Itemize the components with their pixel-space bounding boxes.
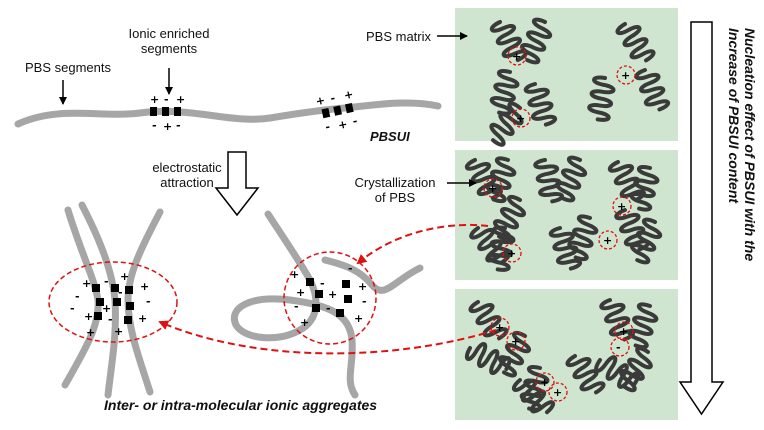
pbsui-label: PBSUI [370, 129, 410, 144]
svg-text:-: - [104, 275, 109, 288]
svg-text:+: + [540, 376, 549, 389]
svg-text:+: + [176, 93, 185, 106]
pbs-segments-label: PBS segments [25, 60, 111, 75]
ionic-enriched-line1: Ionic enriched [128, 26, 210, 41]
svg-text:-: - [348, 262, 353, 275]
svg-text:+: + [84, 310, 93, 323]
ionic-segment-2: + - + - + - [314, 88, 358, 134]
electrostatic-label: electrostatic attraction [142, 160, 232, 190]
svg-text:+: + [120, 270, 129, 283]
hollow-long-down-arrow-icon [678, 21, 725, 416]
svg-text:-: - [108, 313, 113, 326]
ionic-enriched-line2: segments [140, 41, 198, 56]
ionic-segment-1: + - + - + - [150, 93, 185, 133]
nucleation-caption: Nucleation effect of PBSUI with the Incr… [726, 28, 758, 261]
nucleation-line1: Nucleation effect of PBSUI with the [742, 28, 758, 262]
svg-text:+: + [354, 312, 363, 325]
svg-text:+: + [337, 118, 349, 133]
svg-text:+: + [488, 182, 497, 195]
svg-text:+: + [511, 335, 520, 348]
crystallization-label: Crystallization of PBS [345, 175, 445, 205]
svg-text:+: + [603, 234, 612, 247]
svg-text:+: + [358, 280, 367, 293]
svg-text:-: - [362, 295, 367, 308]
svg-text:+: + [163, 120, 172, 133]
svg-text:+: + [507, 247, 516, 260]
svg-text:-: - [329, 92, 336, 106]
ionic-enriched-label: Ionic enriched segments [124, 26, 214, 56]
intra-molecular-aggregate: + + - - + - - + - + + [230, 210, 424, 399]
svg-text:+: + [102, 302, 111, 315]
pbs-matrix-label: PBS matrix [366, 29, 432, 44]
svg-text:-: - [75, 290, 80, 303]
svg-text:-: - [326, 302, 331, 315]
svg-text:-: - [351, 114, 358, 128]
svg-text:+: + [114, 325, 123, 338]
nucleation-signs: + + + + + + + + + + - + + [488, 50, 630, 399]
svg-text:+: + [138, 312, 147, 325]
svg-text:+: + [553, 386, 562, 399]
electrostatic-line1: electrostatic [152, 160, 222, 175]
svg-text:-: - [324, 120, 331, 134]
svg-text:+: + [86, 326, 95, 339]
svg-text:+: + [300, 316, 309, 329]
svg-text:+: + [150, 93, 159, 106]
pbsui-chain: + - + - + - + - + - + - [14, 88, 442, 134]
svg-text:-: - [70, 302, 75, 315]
svg-text:+: + [619, 325, 628, 338]
svg-text:-: - [152, 119, 157, 132]
hollow-down-arrow-icon [214, 151, 260, 217]
svg-text:+: + [512, 50, 521, 63]
electrostatic-line2: attraction [160, 175, 214, 190]
aggregates-caption: Inter- or intra-molecular ionic aggregat… [104, 397, 378, 413]
svg-text:+: + [290, 268, 299, 281]
svg-text:+: + [516, 112, 525, 125]
crystallization-line2: of PBS [374, 190, 416, 205]
svg-text:-: - [294, 300, 299, 313]
svg-text:+: + [82, 277, 91, 290]
svg-text:-: - [118, 286, 123, 299]
svg-text:+: + [343, 88, 355, 103]
nucleation-line2: Increase of PBSUI content [726, 28, 742, 204]
svg-text:-: - [146, 295, 151, 308]
svg-text:+: + [140, 280, 149, 293]
svg-text:-: - [616, 341, 621, 354]
red-arrow-to-inter [158, 320, 497, 355]
svg-text:+: + [296, 286, 305, 299]
svg-text:-: - [176, 119, 181, 132]
svg-text:+: + [617, 200, 626, 213]
nucleation-sites [483, 46, 636, 402]
svg-text:+: + [621, 69, 630, 82]
inter-molecular-aggregate: + - - + - + - + - + - + + + [48, 201, 178, 399]
panel-top [455, 8, 678, 141]
svg-text:+: + [328, 288, 337, 301]
svg-text:-: - [320, 277, 325, 290]
crystallization-line1: Crystallization [354, 175, 436, 190]
svg-text:+: + [495, 321, 504, 334]
red-arrow-to-intra [356, 223, 489, 265]
svg-text:+: + [314, 94, 326, 109]
svg-text:-: - [164, 93, 169, 106]
